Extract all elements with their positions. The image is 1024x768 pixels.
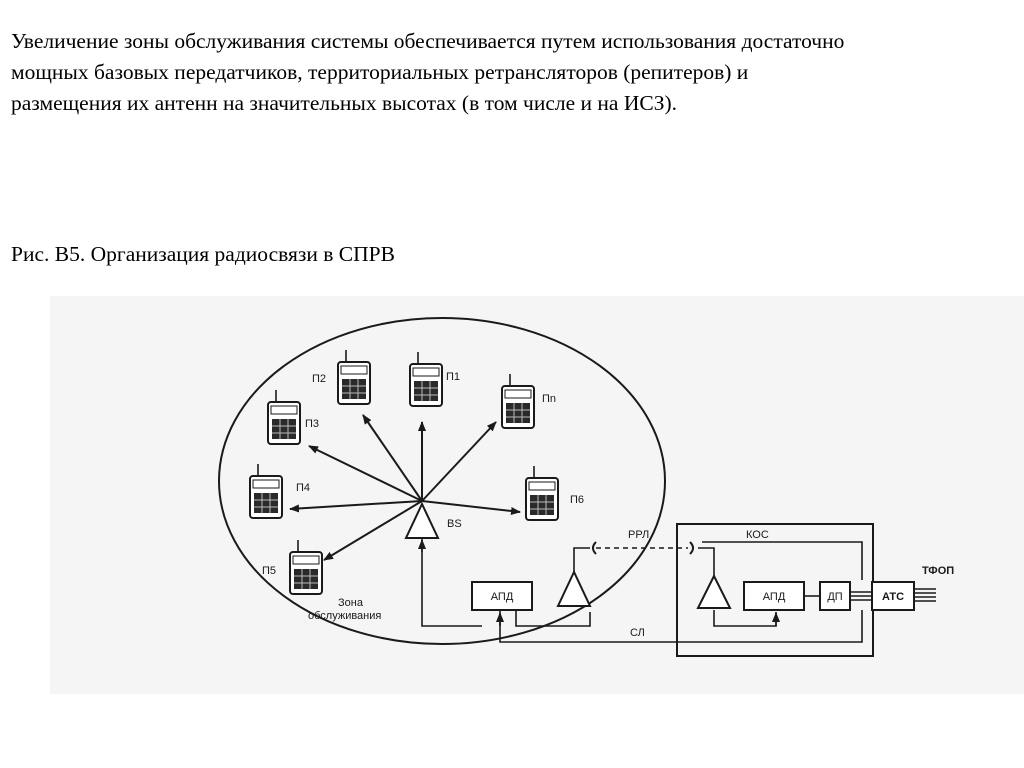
label-zone-line-1: Зона (338, 597, 364, 609)
label-p6: П6 (570, 494, 584, 506)
label-p2: П2 (312, 373, 326, 385)
apd-right-box (743, 581, 805, 611)
rrl-antenna-left-icon (592, 541, 597, 555)
amplifier-right-icon (696, 573, 732, 609)
label-sl: СЛ (630, 627, 645, 639)
label-p4: П4 (296, 482, 310, 494)
apd-left-label: АПД (491, 591, 514, 603)
paragraph-line-3: размещения их антенн на значительных выс… (11, 91, 678, 115)
radio-links (289, 414, 521, 561)
paragraph-line-2: мощных базовых передатчиков, территориал… (11, 60, 749, 84)
ats-label: АТС (882, 591, 904, 603)
wire-apd-amp-left (515, 610, 591, 627)
label-bs: BS (447, 518, 462, 530)
wire-rrl-amp-right (698, 547, 715, 576)
figure-caption: Рис. В5. Организация радиосвязи в СПРВ (11, 242, 395, 266)
paragraph-line-1: Увеличение зоны обслуживания системы обе… (11, 29, 845, 53)
apd-left-box (471, 581, 533, 611)
ats-box (871, 581, 915, 611)
label-pn: Пn (542, 393, 556, 405)
dp-label: ДП (827, 591, 842, 603)
intro-paragraph: Увеличение зоны обслуживания системы обе… (11, 26, 1011, 119)
amplifier-left-icon (556, 569, 592, 607)
radio-system-diagram: П2 П1 Пn П3 П4 П6 П5 BS Зона обслуживани… (50, 296, 1024, 694)
rrl-antenna-right-icon (689, 541, 694, 555)
wire-amp-rrl-left (573, 547, 590, 572)
service-zone-ellipse (218, 317, 666, 645)
label-p5: П5 (262, 565, 276, 577)
label-kos: КОС (746, 529, 769, 541)
link-p4 (289, 500, 423, 513)
wire-kos (702, 541, 863, 580)
apd-right-label: АПД (763, 591, 786, 603)
label-zone-line-2: обслуживания (308, 610, 381, 622)
tfop-label: ТФОП (922, 565, 954, 577)
label-p1: П1 (446, 371, 460, 383)
link-p2 (362, 414, 423, 502)
link-p3 (308, 445, 423, 502)
label-rrl: РРЛ (628, 529, 649, 541)
label-p3: П3 (305, 418, 319, 430)
diagram-svg: П2 П1 Пn П3 П4 П6 П5 BS Зона обслуживани… (50, 296, 1024, 694)
dp-box (819, 581, 851, 611)
link-pn (421, 421, 497, 502)
wire-bs-apd (421, 538, 482, 627)
link-p5 (323, 500, 423, 561)
link-p6 (421, 500, 521, 515)
